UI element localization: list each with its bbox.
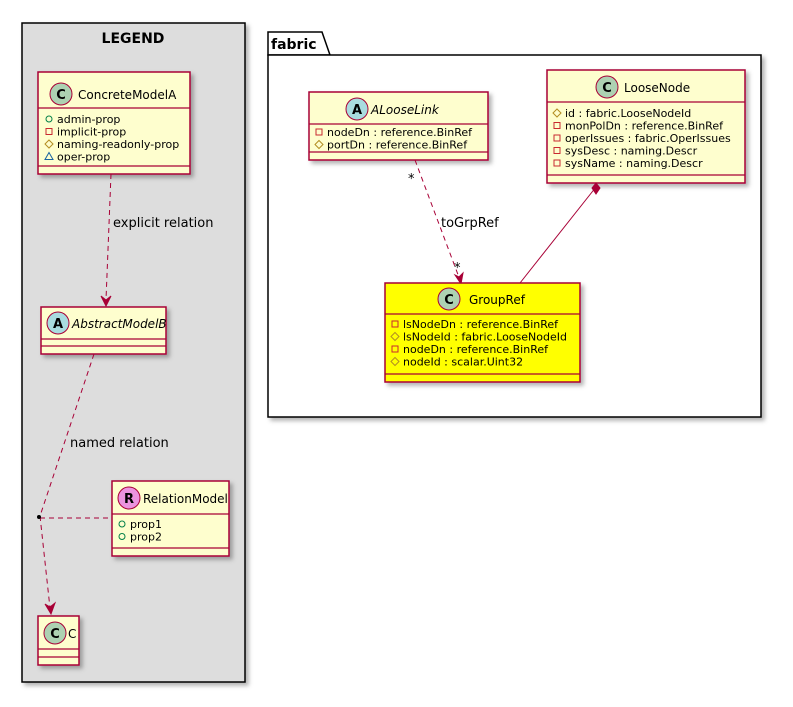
class-badge: C — [444, 293, 454, 308]
legend-title: LEGEND — [102, 31, 165, 47]
abstract-a-icon — [345, 97, 369, 121]
class-name: LooseNode — [624, 81, 690, 95]
abstract-a-icon — [46, 311, 70, 335]
attribute: id : fabric.LooseNodeId — [565, 107, 691, 120]
attribute: lsNodeId : fabric.LooseNodeId — [403, 331, 567, 344]
class-name: GroupRef — [469, 293, 526, 307]
attribute: naming-readonly-prop — [57, 138, 179, 151]
class-badge: C — [602, 81, 612, 96]
abstract-model-b-class[interactable]: A AbstractModelB — [40, 306, 167, 355]
package-visibility-icon — [44, 151, 54, 160]
class-name: ALooseLink — [370, 103, 440, 117]
class-badge: A — [352, 103, 362, 118]
private-visibility-icon — [315, 128, 323, 136]
composition-link — [519, 182, 601, 284]
package-title: fabric — [271, 37, 317, 53]
attribute: nodeDn : reference.BinRef — [327, 126, 473, 139]
explicit-relation-label: explicit relation — [113, 216, 213, 231]
private-visibility-icon — [45, 128, 53, 135]
c-class[interactable]: C C — [37, 615, 80, 666]
class-name: C — [68, 627, 76, 641]
class-badge: A — [53, 317, 63, 332]
protected-visibility-icon — [552, 108, 562, 118]
class-badge: C — [56, 88, 66, 103]
protected-visibility-icon — [390, 356, 400, 367]
class-c-icon — [595, 75, 619, 99]
attribute: oper-prop — [57, 151, 110, 164]
class-c-icon — [49, 82, 73, 106]
class-badge: R — [124, 492, 134, 507]
attribute: nodeDn : reference.BinRef — [403, 343, 549, 356]
class-badge: C — [50, 627, 60, 642]
group-ref-class[interactable]: C GroupRef lsNodeDn : reference.BinRefls… — [384, 282, 581, 383]
relation-r-icon — [117, 486, 141, 510]
association-point — [37, 515, 41, 519]
attribute: portDn : reference.BinRef — [327, 139, 468, 152]
attribute: sysName : naming.Descr — [565, 157, 703, 170]
attribute: prop1 — [130, 518, 162, 531]
attribute: prop2 — [130, 531, 162, 544]
class-name: ConcreteModelA — [78, 88, 177, 102]
attribute-list: admin-propimplicit-propnaming-readonly-p… — [44, 113, 179, 164]
private-visibility-icon — [391, 320, 399, 328]
class-c-icon — [43, 621, 67, 645]
public-visibility-icon — [118, 520, 126, 528]
class-c-icon — [437, 287, 461, 311]
attribute: monPolDn : reference.BinRef — [565, 120, 724, 133]
private-visibility-icon — [391, 345, 399, 353]
private-visibility-icon — [553, 122, 561, 129]
protected-visibility-icon — [44, 139, 54, 149]
protected-visibility-icon — [314, 139, 324, 150]
class-name: AbstractModelB — [71, 317, 167, 331]
source-multiplicity: * — [408, 172, 415, 187]
private-visibility-icon — [553, 147, 561, 154]
attribute: nodeId : scalar.Uint32 — [403, 356, 523, 369]
to-grp-ref-arrow: * * toGrpRef — [408, 159, 499, 286]
composition-diamond-icon — [591, 182, 601, 195]
protected-visibility-icon — [390, 331, 400, 342]
class-name: RelationModel — [143, 492, 228, 506]
target-multiplicity: * — [454, 261, 461, 276]
aloose-link-class[interactable]: A ALooseLink nodeDn : reference.BinRefpo… — [308, 91, 489, 161]
attribute: implicit-prop — [57, 126, 126, 139]
public-visibility-icon — [118, 533, 126, 540]
explicit-relation-arrow: explicit relation — [100, 173, 213, 308]
public-visibility-icon — [45, 115, 53, 123]
concrete-model-a-class[interactable]: C ConcreteModelA admin-propimplicit-prop… — [37, 71, 191, 175]
named-relation-arrow: named relation — [37, 353, 169, 616]
attribute: sysDesc : naming.Descr — [565, 145, 698, 158]
to-grp-ref-label: toGrpRef — [441, 216, 499, 231]
attribute: operIssues : fabric.OperIssues — [565, 132, 731, 145]
attribute: admin-prop — [57, 113, 120, 126]
attribute: lsNodeDn : reference.BinRef — [403, 318, 559, 331]
private-visibility-icon — [553, 134, 561, 142]
named-relation-label: named relation — [70, 436, 169, 451]
loose-node-class[interactable]: C LooseNode id : fabric.LooseNodeIdmonPo… — [546, 69, 746, 184]
private-visibility-icon — [553, 159, 561, 167]
